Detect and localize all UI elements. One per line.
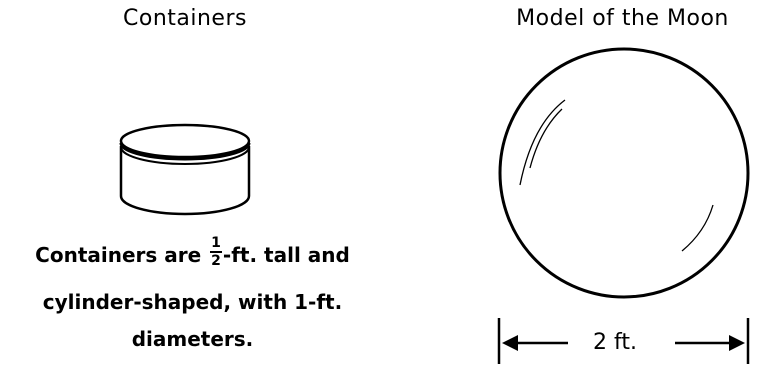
cylinder-top-rim (119, 123, 251, 159)
cylinder-body (119, 146, 251, 216)
caption-text-after-fraction: -ft. tall and (222, 243, 350, 267)
cylinder-rim-band (120, 146, 250, 165)
dimension-left-arrowhead (502, 335, 518, 351)
cylinder-container-illustration (119, 123, 251, 216)
moon-highlight-arc-inner (529, 108, 563, 169)
moon-shadow-arc (681, 204, 714, 252)
moon-sphere-illustration (498, 47, 750, 299)
fraction-denominator: 2 (211, 252, 221, 269)
moon-diameter-label: 2 ft. (575, 330, 655, 355)
containers-title: Containers (123, 6, 247, 31)
moon-sphere-outline (498, 47, 750, 299)
fraction-numerator: 1 (210, 234, 222, 253)
cylinder-rim-lower-edge (119, 142, 251, 161)
diameter-dimension (497, 318, 750, 364)
caption-text-before-fraction: Containers are (35, 243, 209, 267)
containers-caption-line3: diameters. (131, 327, 254, 351)
containers-caption-line2: cylinder-shaped, with 1-ft. (42, 290, 343, 314)
dimension-right-arrowhead (729, 335, 745, 351)
moon-highlight-arc-outer (519, 99, 566, 186)
moon-model-title: Model of the Moon (516, 6, 729, 31)
